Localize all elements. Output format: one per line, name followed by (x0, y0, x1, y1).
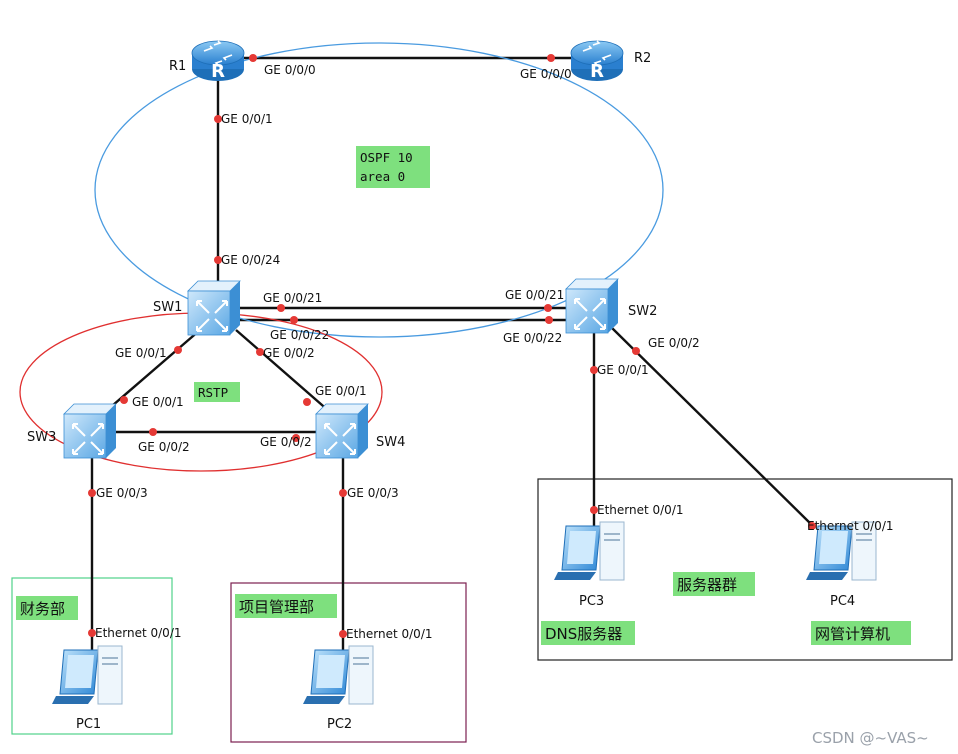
port-dots (88, 54, 816, 638)
port-dot (632, 347, 640, 355)
port-dot (174, 346, 182, 354)
port-label-sw2-ge0022: GE 0/0/22 (503, 331, 562, 345)
project-label-bg (235, 594, 337, 618)
port-dot (590, 506, 598, 514)
port-label-sw4-ge002: GE 0/0/2 (260, 435, 312, 449)
port-label-r1-ge000: GE 0/0/0 (264, 63, 316, 77)
port-dot (249, 54, 257, 62)
project-label: 项目管理部 (239, 598, 314, 616)
device-label-r2: R2 (634, 51, 651, 66)
netmgmt-label-bg (811, 621, 911, 645)
port-dot (292, 434, 300, 442)
port-label-pc3-eth: Ethernet 0/0/1 (597, 503, 684, 517)
port-dot (149, 428, 157, 436)
port-dot (256, 348, 264, 356)
router-r2-icon[interactable]: R (570, 40, 624, 82)
device-label-pc2: PC2 (327, 717, 352, 732)
port-label-sw1-ge002: GE 0/0/2 (263, 346, 315, 360)
ospf-tag-line1: OSPF 10 (360, 150, 413, 165)
port-label-sw2-ge001: GE 0/0/1 (597, 363, 649, 377)
pc2-icon[interactable] (303, 645, 374, 705)
port-dot (277, 304, 285, 312)
port-dot (339, 489, 347, 497)
device-label-sw4: SW4 (376, 435, 405, 450)
port-dot (547, 54, 555, 62)
device-label-sw1: SW1 (153, 300, 182, 315)
ospf-tag-line2: area 0 (360, 169, 405, 184)
port-label-sw4-ge003: GE 0/0/3 (347, 486, 399, 500)
port-label-sw1-ge0024: GE 0/0/24 (221, 253, 280, 267)
device-label-pc1: PC1 (76, 717, 101, 732)
finance-label-bg (16, 596, 78, 620)
ospf-tag-bg (356, 146, 430, 188)
ospf-area-ellipse (94, 42, 664, 338)
port-dot (590, 366, 598, 374)
router-r1-icon[interactable]: R (191, 40, 245, 82)
device-label-sw3: SW3 (27, 430, 56, 445)
finance-label: 财务部 (20, 600, 65, 618)
pc3-icon[interactable] (554, 521, 625, 581)
port-dot (303, 398, 311, 406)
netmgmt-label: 网管计算机 (815, 625, 890, 643)
switch-sw4-icon[interactable] (315, 403, 369, 459)
pc1-icon[interactable] (52, 645, 123, 705)
port-dot (214, 256, 222, 264)
port-dot (544, 304, 552, 312)
svg-text:R: R (211, 61, 225, 82)
port-label-sw2-ge0021: GE 0/0/21 (505, 288, 564, 302)
port-label-sw1-ge0021: GE 0/0/21 (263, 291, 322, 305)
link-sw1-sw4 (235, 329, 331, 413)
rstp-tag-bg (194, 382, 240, 402)
rstp-tag: RSTP (198, 385, 228, 400)
pc4-icon[interactable] (806, 521, 877, 581)
switch-sw1-icon[interactable] (187, 280, 241, 336)
device-label-pc4: PC4 (830, 594, 855, 609)
port-dot (120, 396, 128, 404)
link-sw2-pc4 (611, 327, 816, 529)
port-label-sw3-ge002: GE 0/0/2 (138, 440, 190, 454)
device-label-r1: R1 (169, 59, 186, 74)
port-label-sw3-ge003: GE 0/0/3 (96, 486, 148, 500)
port-label-sw1-ge001: GE 0/0/1 (115, 346, 167, 360)
port-dot (214, 115, 222, 123)
port-label-sw1-ge0022: GE 0/0/22 (270, 328, 329, 342)
servers-label: 服务器群 (677, 576, 737, 594)
device-label-pc3: PC3 (579, 594, 604, 609)
port-dot (88, 629, 96, 637)
device-label-sw2: SW2 (628, 304, 657, 319)
port-dot (88, 489, 96, 497)
port-label-pc4-eth: Ethernet 0/0/1 (807, 519, 894, 533)
port-label-pc1-eth: Ethernet 0/0/1 (95, 626, 182, 640)
servers-label-bg (673, 572, 755, 596)
svg-text:R: R (590, 61, 604, 82)
dns-label: DNS服务器 (545, 625, 622, 643)
switch-sw3-icon[interactable] (63, 403, 117, 459)
port-dot (545, 316, 553, 324)
switch-sw2-icon[interactable] (565, 278, 619, 334)
server-group-box (537, 478, 953, 661)
port-label-sw3-ge001: GE 0/0/1 (132, 395, 184, 409)
dns-label-bg (541, 621, 635, 645)
port-dot (808, 522, 816, 530)
port-label-r1-ge001: GE 0/0/1 (221, 112, 273, 126)
links (90, 56, 816, 660)
port-label-sw4-ge001: GE 0/0/1 (315, 384, 367, 398)
port-dot (290, 316, 298, 324)
port-dot (339, 630, 347, 638)
port-label-r2-ge000: GE 0/0/0 (520, 67, 572, 81)
port-label-pc2-eth: Ethernet 0/0/1 (346, 627, 433, 641)
project-group-box (230, 582, 467, 743)
port-label-sw2-ge002: GE 0/0/2 (648, 336, 700, 350)
watermark: CSDN @~VAS~ (812, 729, 929, 747)
